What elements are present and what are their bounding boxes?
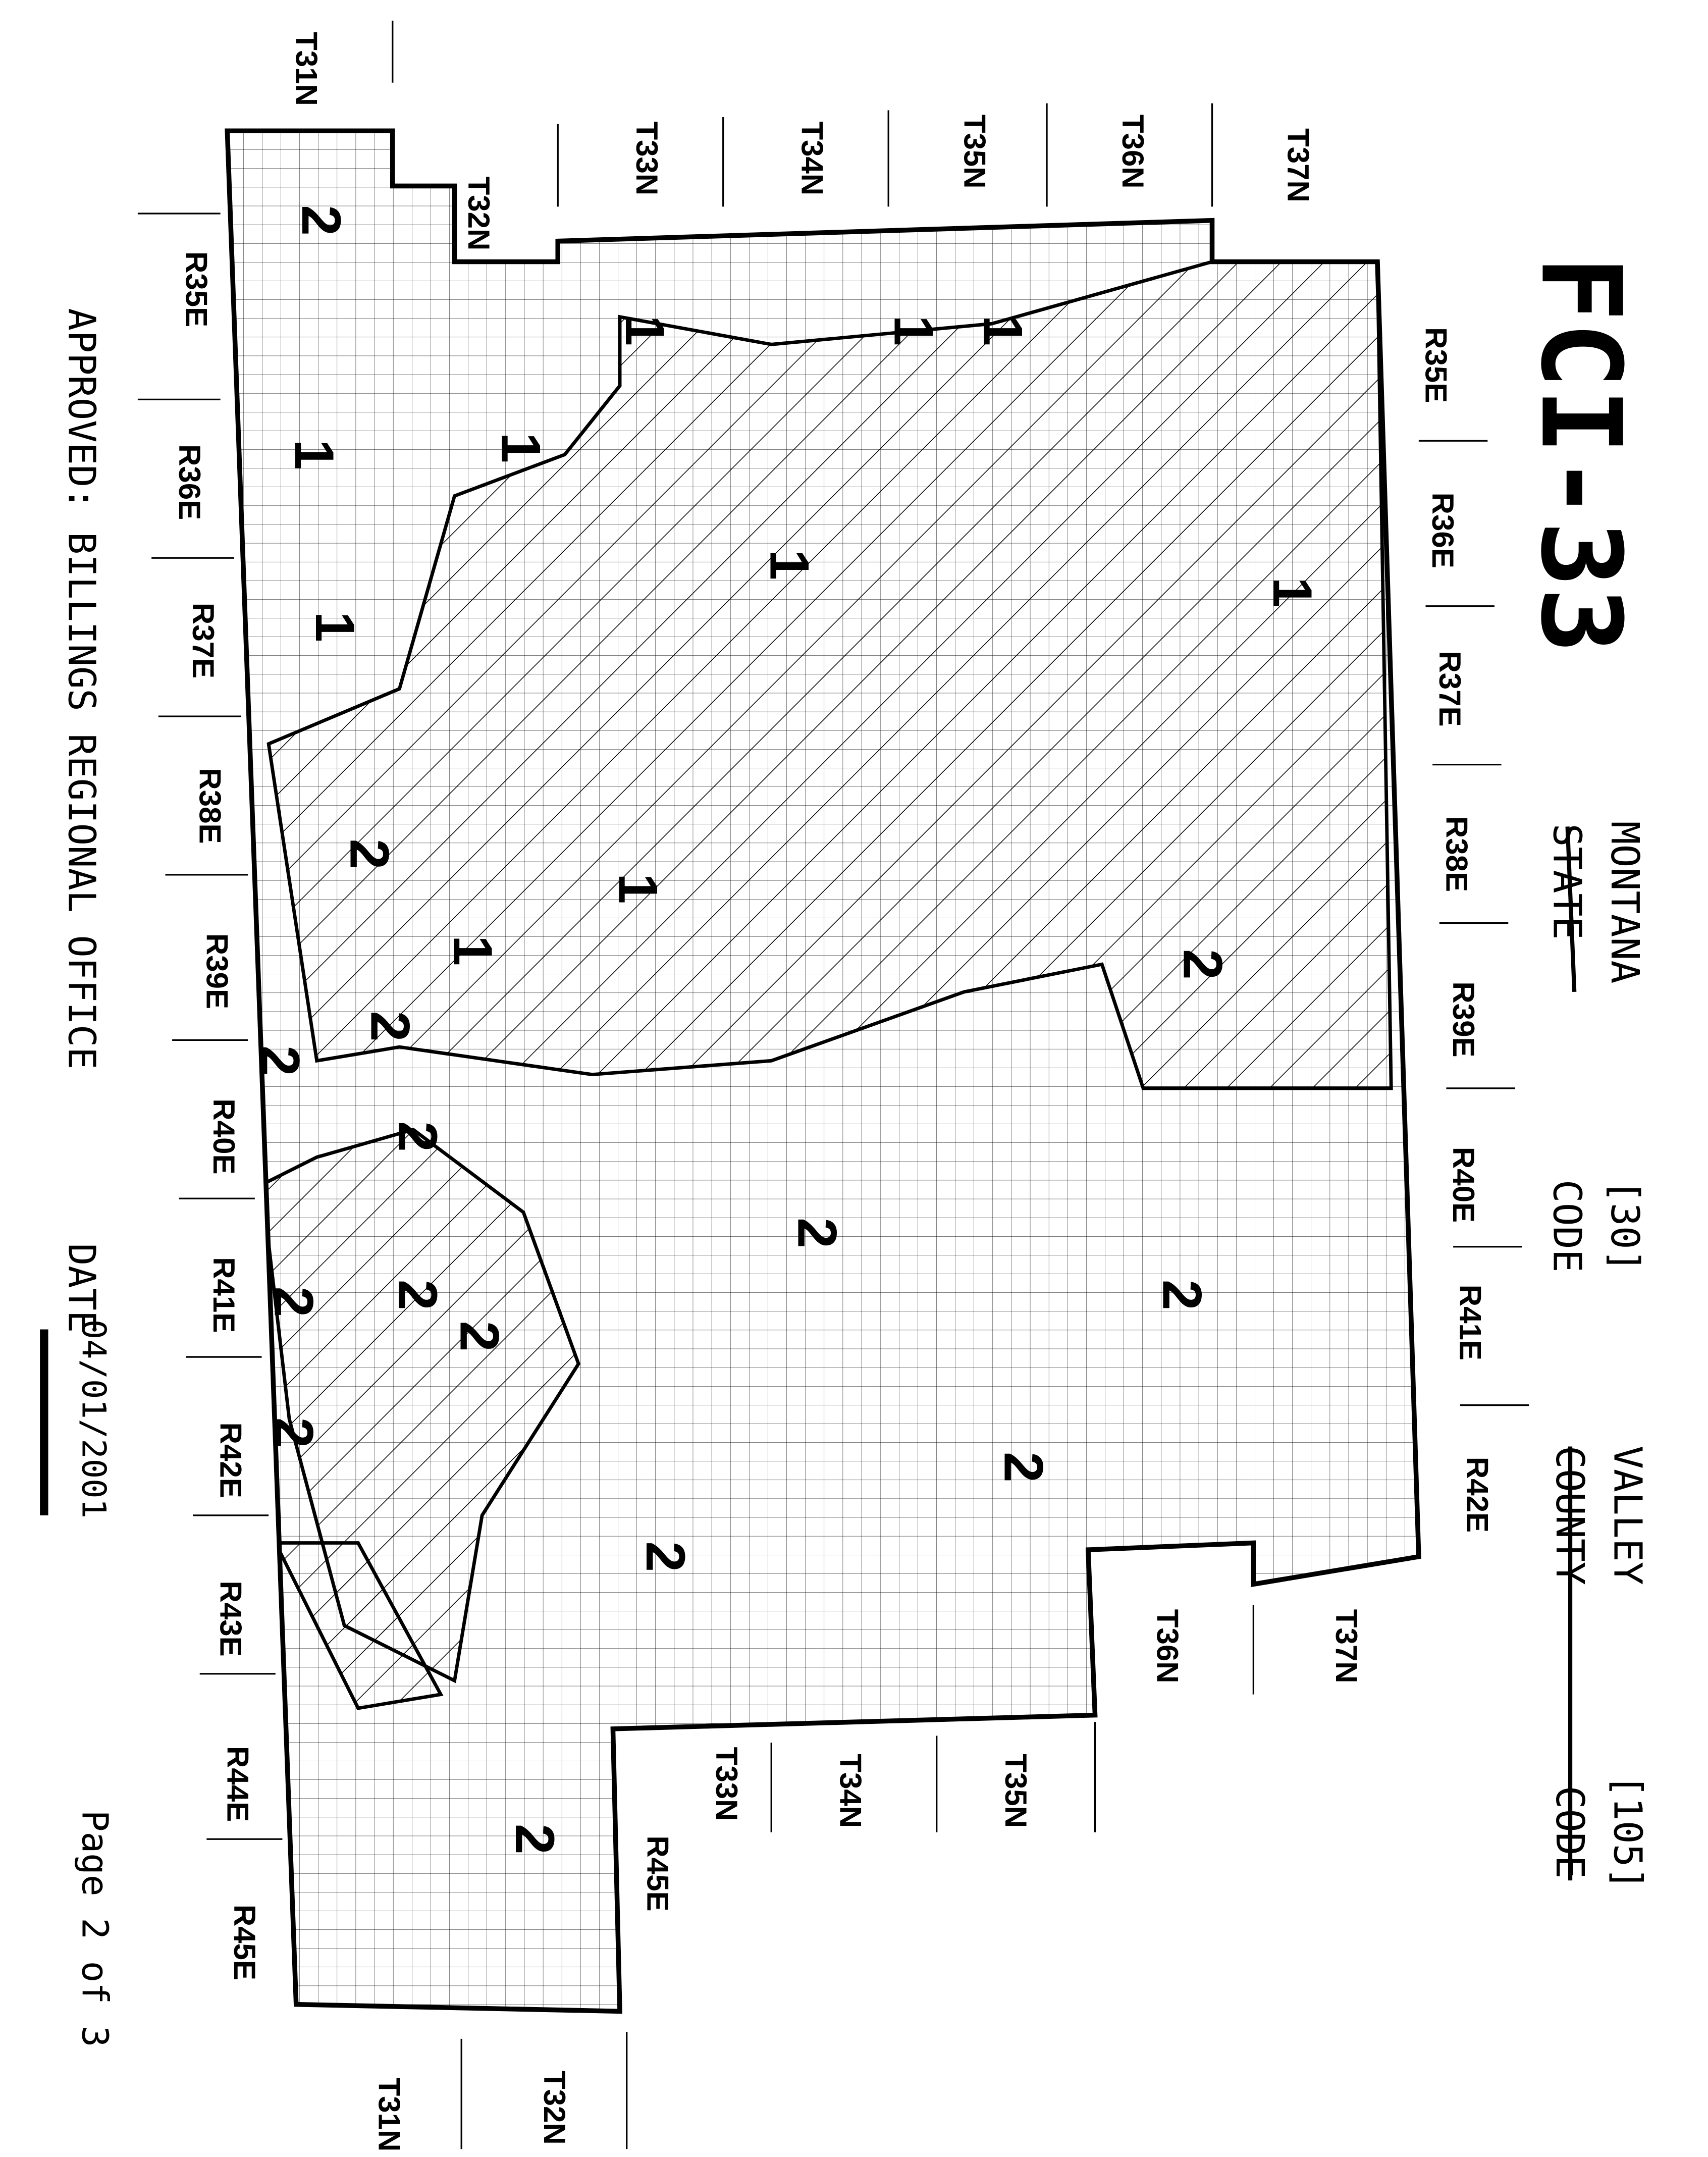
township-label: T33N bbox=[710, 1747, 743, 1821]
zone-number: 1 bbox=[972, 315, 1034, 346]
page-number: Page 2 of 3 bbox=[74, 1810, 116, 2047]
township-label: T32N bbox=[462, 177, 496, 251]
range-label: R35E bbox=[179, 251, 213, 327]
township-label: T32N bbox=[538, 2071, 571, 2145]
county-boundary bbox=[225, 128, 1421, 2014]
zone-number: 1 bbox=[304, 611, 365, 642]
state-value: MONTANA bbox=[1602, 821, 1647, 983]
state-code-label: CODE bbox=[1544, 1180, 1589, 1273]
zone-number: 2 bbox=[786, 1218, 847, 1248]
range-label: R42E bbox=[214, 1423, 248, 1498]
zone-number: 1 bbox=[490, 433, 552, 463]
township-label: T34N bbox=[834, 1754, 868, 1828]
range-label: R38E bbox=[193, 768, 227, 844]
grid-tick-marks bbox=[137, 20, 1529, 2149]
hatched-zone-southwest bbox=[273, 1541, 444, 1710]
zone-number: 2 bbox=[387, 1121, 448, 1152]
township-label: T34N bbox=[795, 121, 829, 195]
zone-number: 2 bbox=[262, 1287, 324, 1318]
county-code-value: [105] bbox=[1605, 1774, 1649, 1890]
zone-number: 2 bbox=[249, 1045, 310, 1076]
range-label: R42E bbox=[1460, 1457, 1494, 1533]
zone-number: 1 bbox=[759, 550, 820, 581]
range-label: R37E bbox=[1433, 651, 1467, 726]
range-label: R45E bbox=[228, 1905, 261, 1980]
range-label: R41E bbox=[207, 1257, 241, 1333]
state-code-value: [30] bbox=[1602, 1180, 1647, 1273]
range-label: R36E bbox=[173, 444, 206, 520]
map-header: FCI-33 MONTANA STATE [30] CODE VALLEY CO… bbox=[1516, 255, 1649, 1890]
range-label: R37E bbox=[186, 603, 220, 678]
range-label: R43E bbox=[214, 1581, 248, 1657]
zone-number: 1 bbox=[607, 873, 669, 904]
range-label: R41E bbox=[1454, 1285, 1487, 1360]
range-label: R38E bbox=[1439, 816, 1473, 892]
range-label: R40E bbox=[207, 1098, 241, 1174]
date-label: DATE bbox=[60, 1243, 102, 1333]
township-label: T31N bbox=[372, 2078, 406, 2152]
zone-number: 2 bbox=[359, 1011, 420, 1042]
map-id-title: FCI-33 bbox=[1516, 255, 1644, 654]
zone-number: 1 bbox=[1261, 577, 1323, 608]
range-label: R36E bbox=[1426, 493, 1460, 568]
zone-number: 2 bbox=[993, 1452, 1054, 1483]
zone-number: 2 bbox=[449, 1321, 510, 1352]
range-label: R39E bbox=[200, 933, 234, 1009]
township-label: T35N bbox=[957, 115, 991, 189]
zone-number: 2 bbox=[1171, 949, 1233, 980]
hatched-zones bbox=[259, 260, 1393, 1710]
zone-number: 2 bbox=[634, 1541, 696, 1572]
zone-number: 2 bbox=[262, 1417, 324, 1448]
state-underline bbox=[1565, 826, 1577, 992]
county-code-label: CODE bbox=[1547, 1786, 1592, 1879]
approved-by: APPROVED: BILLINGS REGIONAL OFFICE bbox=[60, 308, 102, 1069]
township-label: T36N bbox=[1116, 115, 1150, 189]
county-value: VALLEY bbox=[1605, 1446, 1649, 1585]
range-label: R40E bbox=[1447, 1147, 1480, 1223]
map-footer: APPROVED: BILLINGS REGIONAL OFFICE DATE … bbox=[40, 308, 116, 2047]
zone-number: 1 bbox=[442, 935, 503, 966]
township-range-labels: T31N T32N T33N T34N T35N T36N T37N T31N T32N T33N… bbox=[173, 32, 1494, 2151]
township-label: T35N bbox=[999, 1754, 1033, 1828]
zone-number: 1 bbox=[882, 315, 944, 346]
township-label: T37N bbox=[1329, 1609, 1363, 1683]
date-value: 04/01/2001 bbox=[75, 1320, 113, 1518]
township-label: T33N bbox=[630, 121, 664, 195]
range-label: R44E bbox=[221, 1746, 254, 1822]
zone-number: 2 bbox=[1151, 1280, 1212, 1310]
zone-number: 2 bbox=[387, 1280, 448, 1310]
range-label: R39E bbox=[1447, 981, 1480, 1057]
township-label: T37N bbox=[1282, 128, 1315, 202]
township-label: T36N bbox=[1150, 1609, 1184, 1683]
zone-number: 2 bbox=[504, 1824, 565, 1855]
township-label: T31N bbox=[290, 32, 324, 106]
range-label: R35E bbox=[1419, 327, 1453, 403]
zone-number: 1 bbox=[614, 315, 675, 346]
zone-number: 2 bbox=[290, 205, 352, 236]
zone-number: 1 bbox=[283, 439, 345, 470]
zone-number: 2 bbox=[338, 839, 400, 870]
range-label: R45E bbox=[641, 1835, 675, 1911]
